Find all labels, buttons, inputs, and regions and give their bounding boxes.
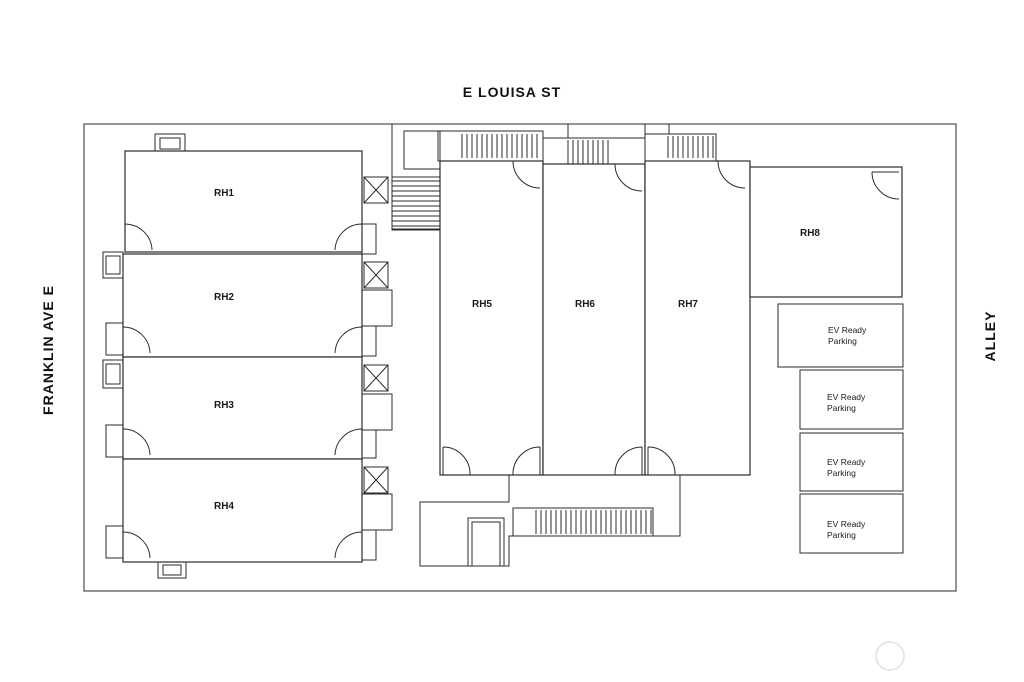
- south-stair-structure: [419, 475, 681, 567]
- parking-label-1-line1: EV Ready: [828, 325, 867, 335]
- stair-treads-north: [461, 134, 714, 164]
- parking-label-4-line1: EV Ready: [827, 519, 866, 529]
- street-label-north: E LOUISA ST: [463, 84, 561, 100]
- unit-label-rh2: RH2: [214, 292, 234, 303]
- unit-label-rh1: RH1: [214, 188, 234, 199]
- stair-landing: [403, 130, 441, 170]
- unit-rh6: RH6: [542, 163, 646, 476]
- parking-label-3-line2: Parking: [827, 468, 856, 478]
- stair-treads-nw: [392, 180, 440, 227]
- parking-label-4-line2: Parking: [827, 530, 856, 540]
- unit-label-rh8: RH8: [800, 228, 820, 239]
- unit-rh1: RH1: [124, 133, 377, 255]
- unit-label-rh3: RH3: [214, 400, 234, 411]
- parking-label-3-line1: EV Ready: [827, 457, 866, 467]
- unit-rh4: RH4: [105, 458, 393, 579]
- lot-boundary: [83, 123, 957, 592]
- parking-space-3: EV Ready Parking: [799, 432, 904, 492]
- parking-label-2-line1: EV Ready: [827, 392, 866, 402]
- parking-space-4: EV Ready Parking: [799, 493, 904, 554]
- unit-label-rh4: RH4: [214, 501, 234, 512]
- parking-space-2: EV Ready Parking: [799, 369, 904, 430]
- parking-space-1: EV Ready Parking: [777, 303, 904, 368]
- unit-rh5: RH5: [439, 160, 544, 476]
- unit-label-rh7: RH7: [678, 299, 698, 310]
- mechanical-units: [363, 176, 389, 494]
- unit-rh2: RH2: [102, 251, 393, 358]
- walkway-outline: [391, 124, 440, 231]
- parking-label-2-line2: Parking: [827, 403, 856, 413]
- unit-rh7: RH7: [644, 160, 751, 476]
- stairs-north: [437, 123, 717, 165]
- stair-treads-south: [535, 510, 652, 534]
- watermark-logo: [875, 641, 905, 671]
- unit-rh8: RH8: [749, 166, 903, 298]
- street-label-east: ALLEY: [982, 311, 998, 362]
- unit-label-rh5: RH5: [472, 299, 492, 310]
- unit-rh3: RH3: [102, 356, 393, 460]
- unit-label-rh6: RH6: [575, 299, 595, 310]
- parking-label-1-line2: Parking: [828, 336, 857, 346]
- street-label-west: FRANKLIN AVE E: [40, 285, 56, 415]
